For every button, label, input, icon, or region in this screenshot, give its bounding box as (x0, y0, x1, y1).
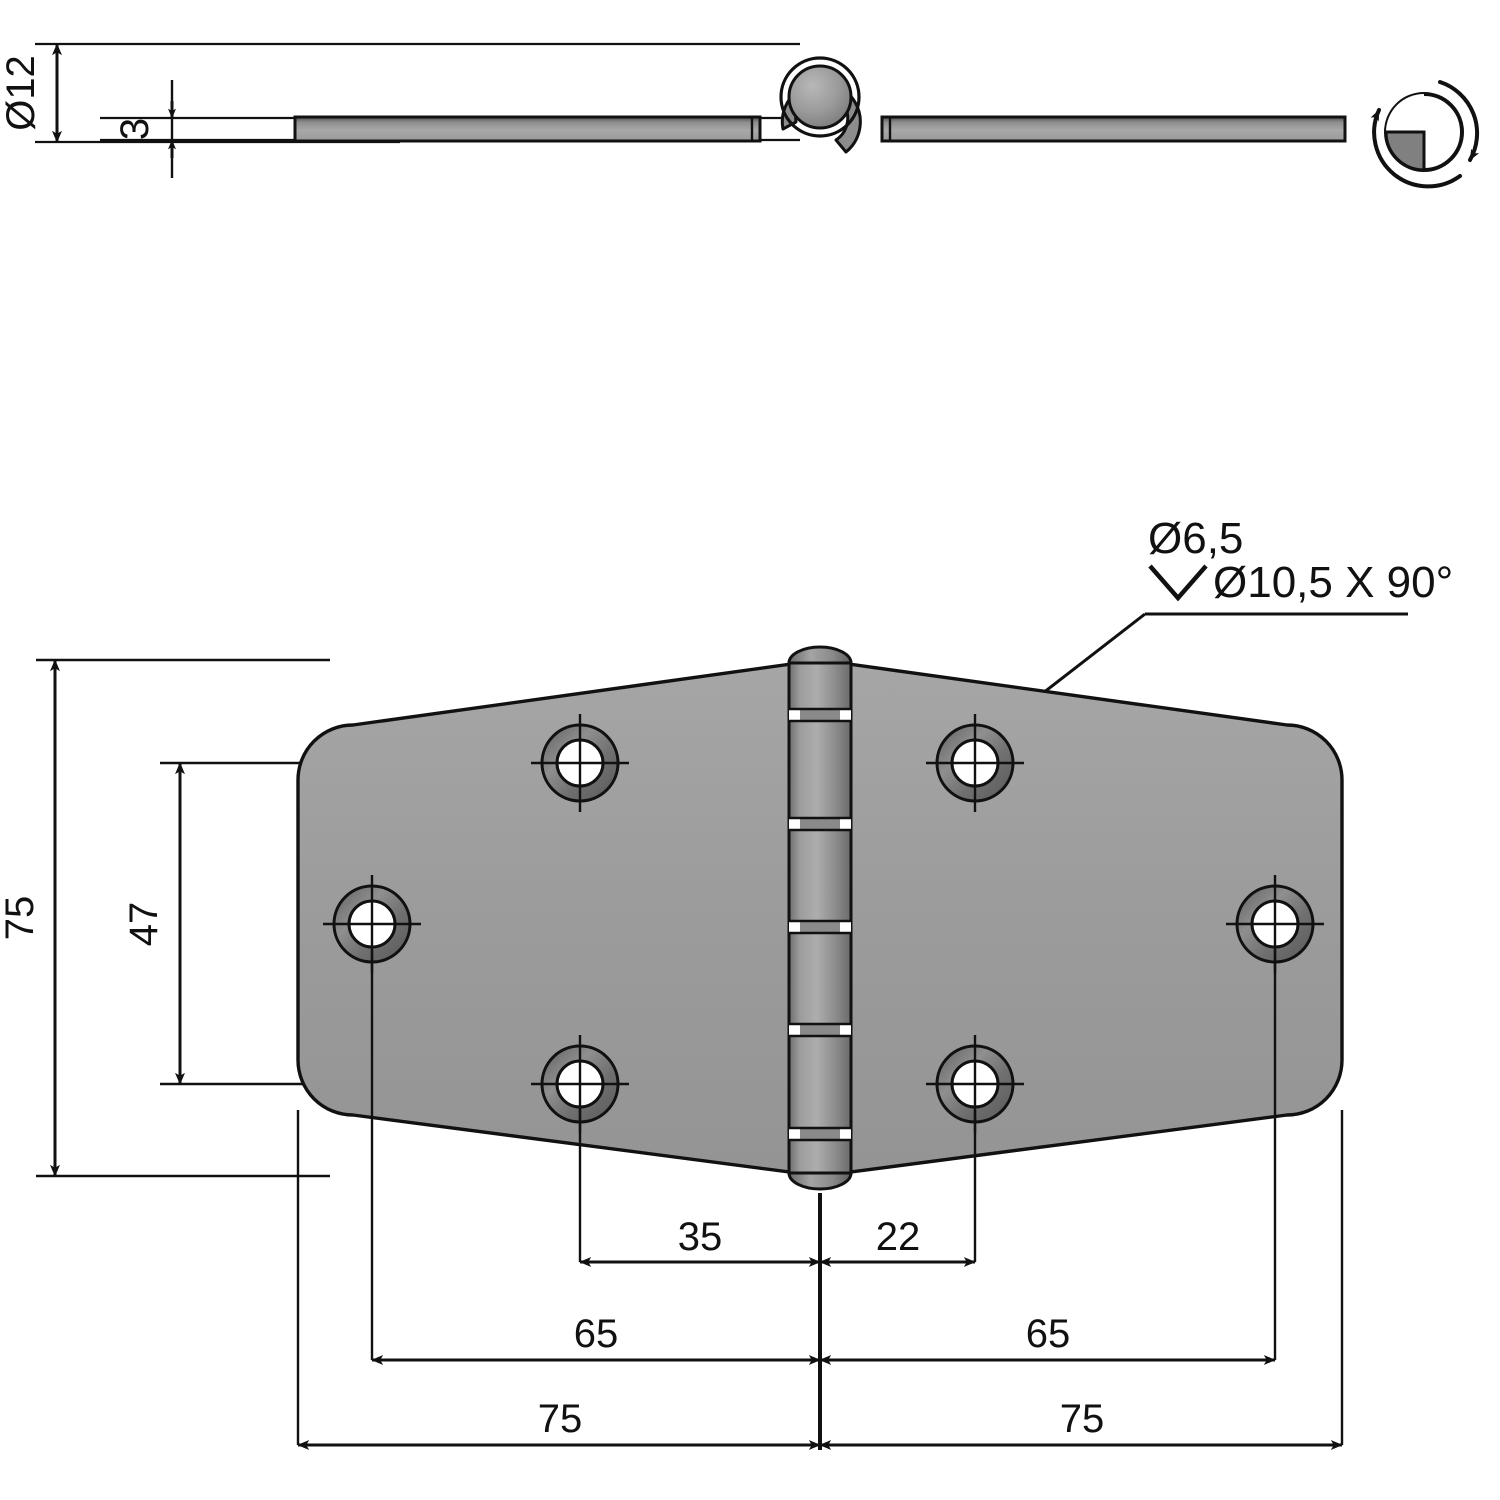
rotation-arrow-counterclockwise (1370, 108, 1462, 189)
dim-35-label: 35 (678, 1215, 723, 1259)
knuckle-seam (789, 707, 851, 723)
rotation-quadrant-filled (1384, 130, 1426, 172)
hole-middle-left (323, 875, 421, 973)
dimension-row-overall-width: 75 75 (297, 1397, 1343, 1450)
hole-callout-note: Ø6,5 Ø10,5 X 90° (993, 514, 1453, 733)
hole-pitch-vertical-dimension-label: 47 (122, 902, 166, 947)
overall-height-dimension-label: 75 (0, 896, 42, 941)
hole-top-right (926, 714, 1024, 812)
leaf-thickness-dimension-label: 3 (113, 118, 157, 140)
left-leaf-plate (296, 658, 822, 1178)
hinge-pin-circle (787, 64, 853, 130)
side-view-right-leaf (880, 115, 1347, 143)
left-leaf-body (293, 115, 762, 143)
rotation-quadrant-empty (1386, 94, 1424, 132)
dim-65-right-label: 65 (1026, 1312, 1071, 1356)
dim-65-left-label: 65 (574, 1312, 619, 1356)
pin-diameter-dimension-label: Ø12 (0, 55, 43, 131)
knuckle-seam (789, 1126, 851, 1142)
barrel-knuckle-seams (789, 707, 851, 1142)
plan-holes (323, 714, 1324, 1133)
dimension-row-outer-holes: 65 65 (371, 1312, 1276, 1365)
plan-barrel (787, 645, 853, 1191)
barrel-column (787, 661, 853, 1175)
plan-left-leaf (296, 658, 822, 1178)
overall-height-dimension: 75 (0, 658, 330, 1178)
countersink-symbol-icon (1148, 564, 1208, 602)
knuckle-seam (789, 1022, 851, 1038)
plan-witness-lines (296, 950, 1344, 1450)
side-view: Ø12 3 (0, 42, 1347, 178)
dim-75-right-label: 75 (1060, 1397, 1105, 1441)
hole-callout-line2: Ø10,5 X 90° (1213, 558, 1453, 607)
dimension-row-inner-holes: 35 22 (579, 1215, 976, 1267)
dim-75-left-label: 75 (538, 1397, 583, 1441)
hole-top-left (531, 714, 629, 812)
pin-diameter-dimension: Ø12 (0, 42, 800, 144)
knuckle-seam (789, 816, 851, 832)
rotation-symbol (1370, 80, 1480, 189)
rotation-arrow-clockwise (1438, 80, 1480, 162)
dim-22-label: 22 (876, 1215, 921, 1259)
hole-bottom-right (926, 1035, 1024, 1133)
side-view-barrel (779, 56, 862, 154)
hole-middle-right (1226, 875, 1324, 973)
plan-view: Ø6,5 Ø10,5 X 90° 75 47 (0, 514, 1453, 1450)
side-view-left-leaf (293, 115, 762, 143)
knuckle-seam (789, 919, 851, 935)
right-leaf-body (880, 115, 1347, 143)
barrel-outer-circle (779, 56, 861, 138)
hole-callout-line1: Ø6,5 (1148, 514, 1243, 563)
